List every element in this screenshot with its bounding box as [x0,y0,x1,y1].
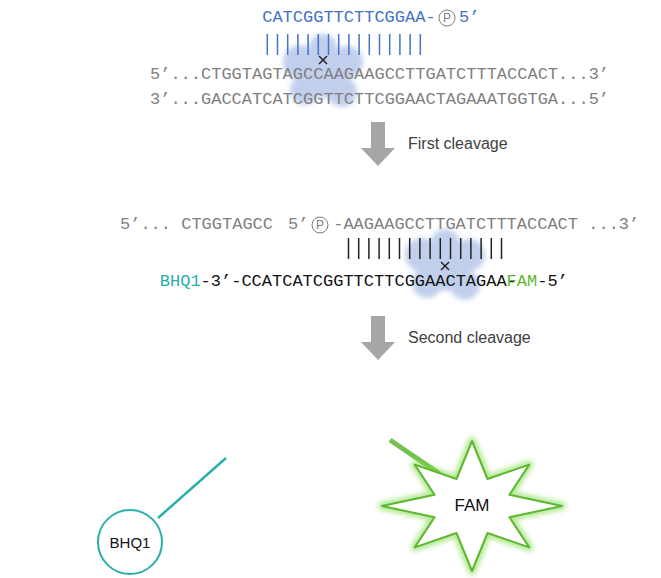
fluorophore-label: FAM [507,272,538,292]
cleaved-fragment: 5’... CTGGTAGCC [120,215,273,235]
quencher-label: BHQ1 [160,272,201,292]
probe-sequence: -3’-CCATCATCGGTTCTTCGGAACTAGAA- [201,272,517,292]
node-text: FAM [455,496,490,516]
base-pair-tick [328,34,330,55]
base-pair-tick [348,34,350,55]
base-pair-tick [409,238,411,259]
base-pair-tick [338,34,340,55]
guide-sequence: CATCGGTTCTTCGGAA- [262,8,435,28]
step-label: Second cleavage [408,328,531,348]
base-pair-tick [378,238,380,259]
base-pair-tick [399,238,401,259]
base-pair-tick [409,34,411,55]
base-pair-tick [369,34,371,55]
base-pair-tick [368,238,370,259]
quencher-circle: BHQ1 [97,509,163,575]
quencher-tether [158,458,226,518]
base-pair-tick [277,34,279,55]
phosphate-circle: P [438,9,456,27]
base-pair-ticks [267,34,420,55]
cleaved-fragment: -AAGAAGCCTTGATCTTTACCACT ...3’ [333,215,639,235]
base-pair-tick [297,34,299,55]
base-pair-tick [480,238,482,259]
phosphate-circle: P [311,216,329,234]
base-pair-tick [379,34,381,55]
base-pair-tick [429,238,431,259]
base-pair-tick [491,238,493,259]
base-pair-tick [307,34,309,55]
base-pair-tick [420,34,422,55]
process-arrow [361,122,395,166]
node-text: P [443,11,451,25]
base-pair-tick [267,34,269,55]
base-pair-tick [389,34,391,55]
target-strand: 5’...CTGGTAGTAGCCAAGAAGCCTTGATCTTTACCACT… [150,65,609,85]
process-arrow [361,316,395,360]
cleavage-mark [319,56,449,270]
base-pair-tick [419,238,421,259]
base-pair-tick [460,238,462,259]
base-pair-tick [358,34,360,55]
base-pair-tick [450,238,452,259]
base-pair-tick [287,34,289,55]
base-pair-tick [399,34,401,55]
base-pair-tick [348,238,350,259]
base-pair-tick [501,238,503,259]
base-pair-tick [389,238,391,259]
base-pair-tick [440,238,442,259]
base-pair-tick [470,238,472,259]
base-pair-tick [318,34,320,55]
fluorophore-star: FAM [382,441,562,571]
strand-end: 5’ [459,8,479,28]
node-text: P [316,218,324,232]
step-label: First cleavage [408,134,508,154]
base-pair-ticks [349,238,502,259]
strand-end: -5’ [537,272,568,292]
strand-end: 5’ [288,215,308,235]
base-pair-tick [358,238,360,259]
complementary-strand: 3’...GACCATCATCGGTTCTTCGGAACTAGAAATGGTGA… [150,90,609,110]
node-text: BHQ1 [110,534,151,551]
